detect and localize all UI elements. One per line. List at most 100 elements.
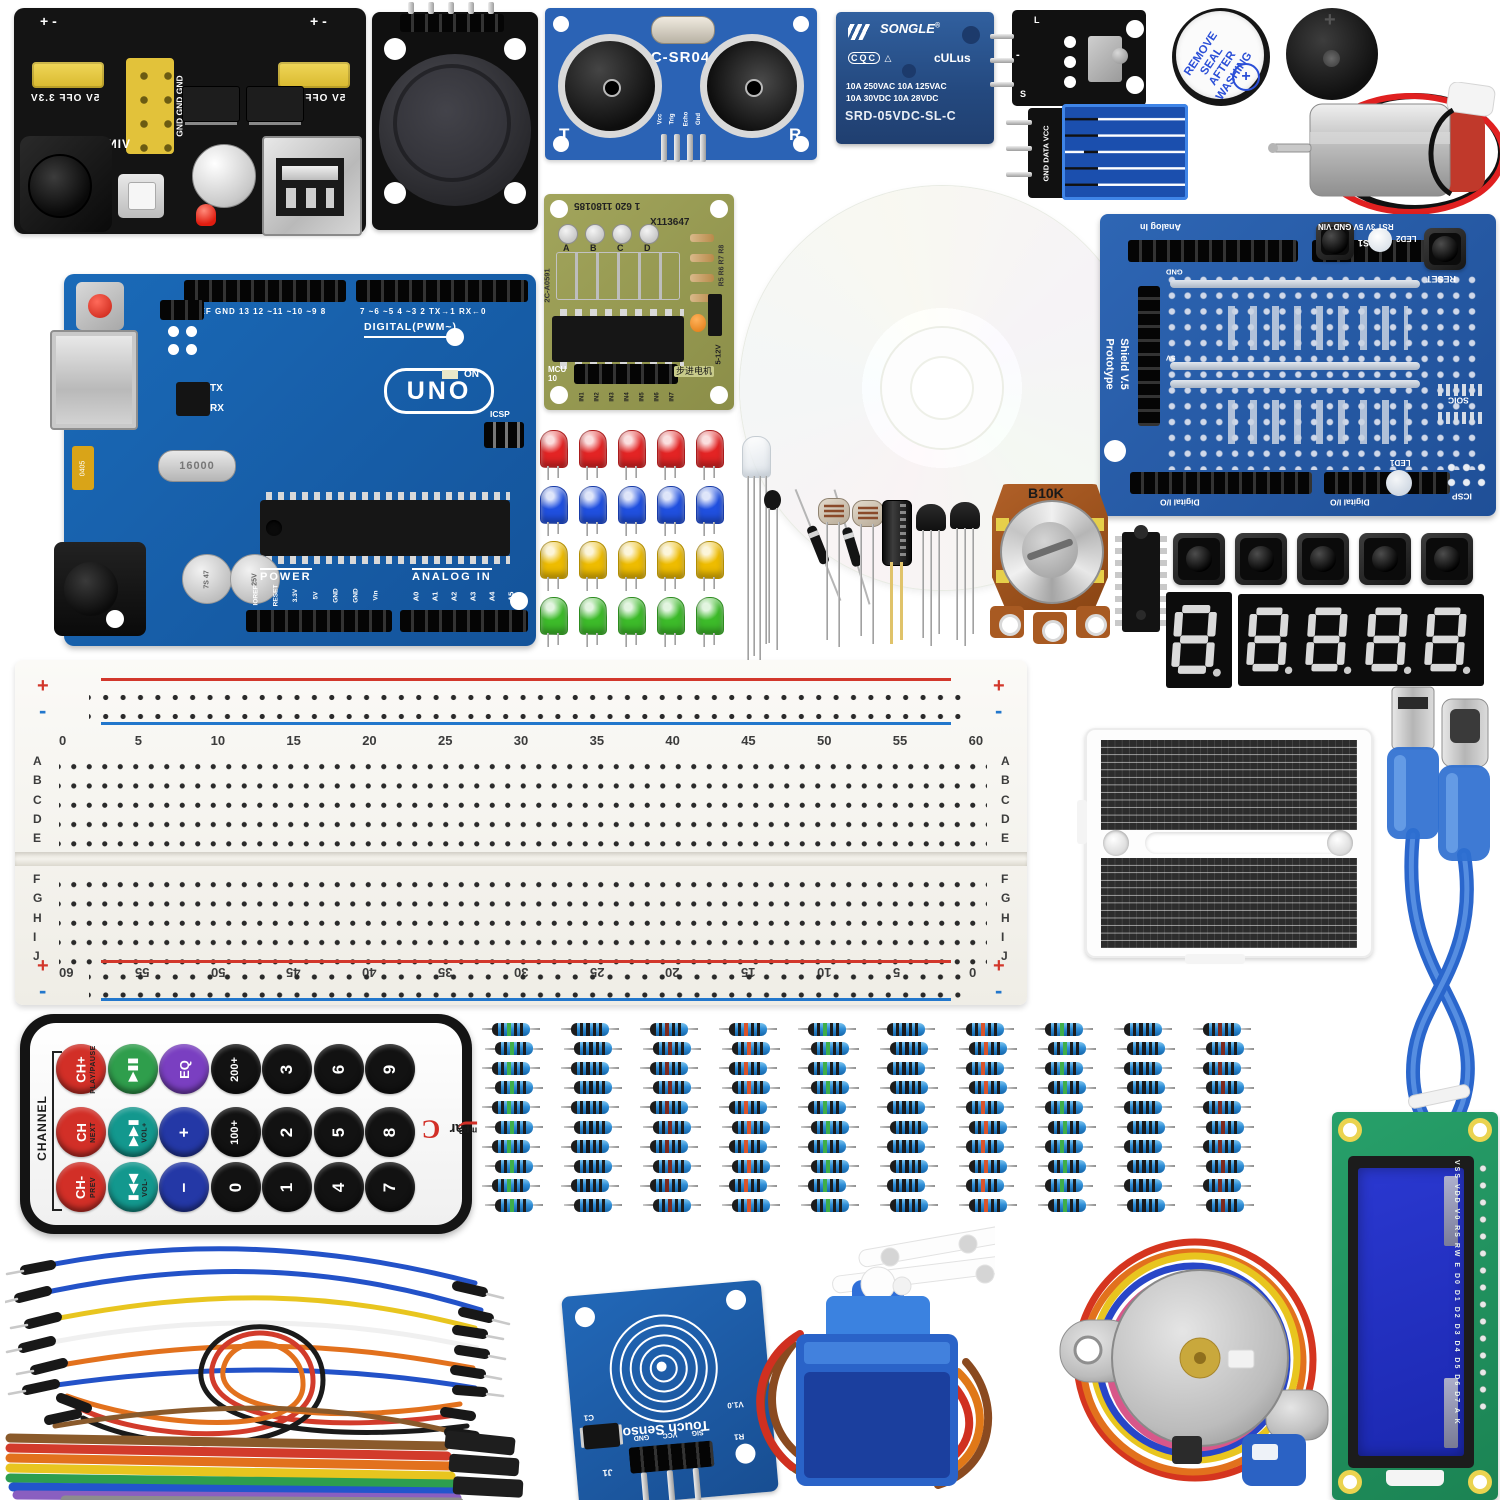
arduino-uno: AREF GND 13 12 ~11 ~10 ~9 8 7 ~6 ~5 4 ~3…: [50, 274, 536, 646]
resistor: [640, 1140, 698, 1154]
resistor: [640, 1022, 698, 1036]
row-letter: G: [33, 891, 43, 906]
resistor: [640, 1179, 698, 1193]
resistor: [801, 1198, 859, 1212]
resistor: [722, 1159, 780, 1173]
resistor: [1117, 1081, 1175, 1095]
prototype-shield: S1 LED2 RESET Prototype Shield V.5 Analo…: [1100, 214, 1496, 516]
resistor: [1038, 1081, 1096, 1095]
resistor: [959, 1081, 1017, 1095]
crystal-oscillator: [651, 16, 715, 44]
resistor: [1196, 1120, 1254, 1134]
rail-plus: +: [40, 13, 49, 29]
remote-button: EQ: [159, 1044, 209, 1094]
row-letter: E: [1001, 831, 1010, 846]
ir-receiver-element: [1088, 36, 1128, 82]
resistor: [1038, 1042, 1096, 1056]
seven-segment-single: [1166, 592, 1232, 688]
resistor: [1035, 1100, 1093, 1114]
pin-label: A3: [468, 591, 478, 601]
resistor: [956, 1140, 1014, 1154]
row-letter: A: [1001, 754, 1010, 768]
usb-a-port: [262, 136, 362, 236]
shield-button-s1: [1316, 222, 1354, 260]
pin-label: A4: [487, 591, 497, 601]
breadboard-mini: [1077, 728, 1373, 964]
photoresistor-2: [852, 500, 884, 650]
resistor: [801, 1042, 859, 1056]
led: [618, 430, 646, 482]
resistor: [561, 1100, 619, 1114]
capacitor-2: 25V: [230, 554, 280, 604]
resistor: [801, 1081, 859, 1095]
row-letter: D: [1001, 811, 1010, 826]
jumper-wires: [5, 1246, 524, 1500]
remote-button: −: [159, 1162, 209, 1212]
row-letter: E: [33, 831, 42, 846]
remote-side-label: VOL-: [141, 1177, 149, 1197]
driver-led: [612, 224, 632, 244]
resistor: [959, 1042, 1017, 1056]
column-number: 35: [589, 733, 605, 748]
pin-label: IN4: [624, 392, 631, 402]
column-number: 60: [968, 733, 984, 748]
resistor-assortment: [482, 1022, 1272, 1222]
row-letter: B: [1001, 773, 1010, 788]
column-number: 20: [362, 733, 377, 748]
resistor: [1196, 1159, 1254, 1173]
pin-label: GND: [332, 587, 340, 603]
resistor: [956, 1179, 1014, 1193]
resistor: [643, 1159, 701, 1173]
power-section-label: POWER: [260, 568, 312, 583]
resistor: [880, 1042, 938, 1056]
resistor: [959, 1159, 1017, 1173]
sensor-pin: [700, 134, 706, 162]
led: [540, 430, 568, 482]
pin-label: IN1: [579, 392, 586, 402]
led: [696, 430, 724, 482]
led: [618, 597, 646, 649]
push-button: [1359, 533, 1411, 585]
relay-brand: SONGLE®: [880, 21, 941, 36]
remote-button: 3: [262, 1044, 312, 1094]
remote-button: 6: [313, 1044, 364, 1094]
resistor: [719, 1100, 777, 1114]
column-number: 55: [892, 733, 908, 748]
resistor: [722, 1120, 780, 1134]
resistor: [643, 1081, 701, 1095]
led: [579, 430, 607, 482]
jumper-block-right: [278, 62, 350, 88]
driver-led: [639, 224, 659, 244]
resistor: [564, 1120, 622, 1134]
resistor: [1035, 1022, 1093, 1036]
row-letter: J: [1001, 949, 1008, 964]
resistor: [1035, 1061, 1093, 1075]
remote-channel-label: CHANNEL: [35, 1095, 50, 1161]
pot-label: B10K: [1028, 485, 1064, 501]
resistor: [1117, 1198, 1175, 1212]
remote-button: ▮◀◀: [107, 1162, 158, 1212]
dht11-sensor: [1062, 104, 1188, 200]
led: [696, 541, 724, 593]
resistor: [1117, 1120, 1175, 1134]
resistor: [564, 1042, 622, 1056]
pin-label: IN3: [609, 392, 616, 402]
column-number: 40: [665, 733, 680, 748]
driver-batch-code: 1 620 1180185: [574, 200, 641, 211]
driver-led-label: C: [617, 243, 624, 253]
resistor: [561, 1179, 619, 1193]
pin-label: Echo: [683, 111, 690, 127]
resistor: [485, 1159, 543, 1173]
pin-label: IN7: [669, 392, 676, 402]
led: [579, 597, 607, 649]
row-letter: H: [1001, 910, 1010, 925]
resistor: [722, 1198, 780, 1212]
resistor: [482, 1061, 540, 1075]
resistor: [564, 1081, 622, 1095]
transistor-2: [950, 502, 982, 647]
led: [657, 486, 685, 538]
row-letter: J: [33, 949, 40, 964]
resistor: [719, 1061, 777, 1075]
